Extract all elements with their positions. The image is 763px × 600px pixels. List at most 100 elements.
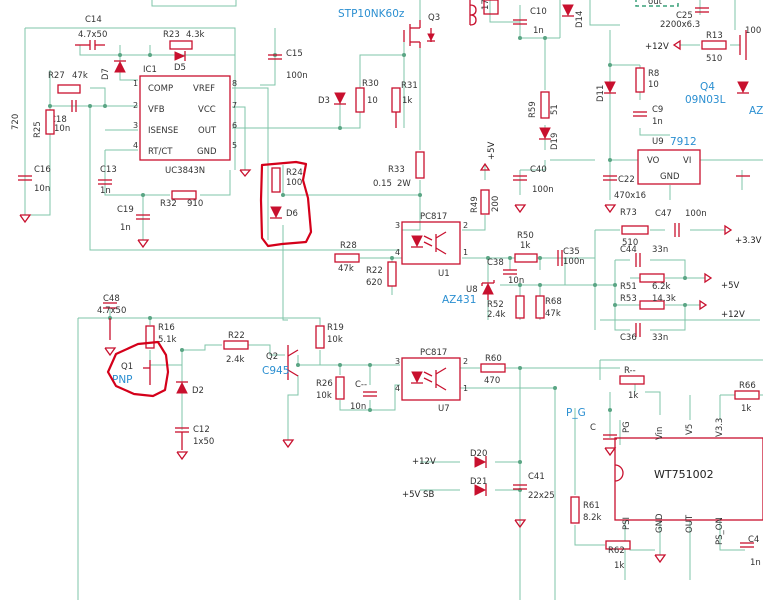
c19-value: 1n <box>120 223 131 233</box>
u1-ref: U1 <box>438 269 450 279</box>
wt751002-ic: WT751002 PG Vin V5 V3.3 PSI GND OUT PS_O… <box>614 418 763 545</box>
c38-ref: C38 <box>487 258 504 268</box>
c48-capacitor: C48 4.7x50 <box>97 294 126 357</box>
rail-12v-bottom-label: +12V <box>412 457 436 467</box>
r59-resistor: R59 51 <box>528 91 560 119</box>
d11-diode: D11 <box>596 81 616 102</box>
d7-diode: D7 <box>101 60 126 80</box>
wt-pin-psi: PSI <box>622 517 632 530</box>
c15-value: 100n <box>286 71 308 81</box>
r8-value: 10 <box>648 80 659 90</box>
wt-pin-pg: PG <box>622 421 632 433</box>
ic1-pin5-num: 5 <box>232 141 237 150</box>
ic1-part: UC3843N <box>165 166 205 176</box>
rail-5vsb-label: +5V SB <box>402 490 434 500</box>
u8-part: AZ431 <box>442 294 476 306</box>
r30-resistor: R30 10 <box>355 79 379 113</box>
r51-resistor: R51 6.2k +5V <box>620 272 740 292</box>
r73-value: 510 <box>622 238 638 248</box>
r30-ref: R30 <box>362 79 379 89</box>
q2-c945: Q2 C945 <box>262 345 299 449</box>
r27-resistor: R27 47k <box>48 71 88 94</box>
c16-value: 10n <box>34 184 50 194</box>
r19-resistor: R19 10k <box>315 323 344 349</box>
c-cut-ref: C <box>590 423 596 433</box>
u7-pin4: 4 <box>395 384 400 393</box>
r51-value: 6.2k <box>652 282 671 292</box>
u8-ref: U8 <box>466 285 478 295</box>
c100-value: 100 <box>745 26 761 36</box>
q1-ref: Q1 <box>121 362 133 372</box>
r16-resistor: R16 5.1k <box>145 323 177 349</box>
d2-ref: D2 <box>192 386 204 396</box>
r26-resistor: R26 10k <box>316 376 345 401</box>
r68-resistor: R68 47k <box>535 295 562 319</box>
r30-value: 10 <box>367 96 378 106</box>
c19-capacitor: C19 1n <box>117 205 150 249</box>
u7-part: PC817 <box>420 348 447 358</box>
wt-pin-vin: Vin <box>655 427 665 440</box>
d11-ref: D11 <box>596 85 606 102</box>
c-dash-ref: C-- <box>355 380 367 390</box>
c18-capacitor: C18 10n <box>50 100 77 134</box>
r26-value: 10k <box>316 391 332 401</box>
r66-resistor: R66 1k <box>734 381 760 414</box>
c10-capacitor: C10 1n <box>513 7 547 36</box>
c10-ref: C10 <box>530 7 547 17</box>
r28-resistor: R28 47k <box>334 241 360 274</box>
c18-ref: C18 <box>50 115 67 125</box>
u1-pc817: PC817 U1 3 4 2 1 <box>395 212 468 279</box>
u8-az431: U8 AZ431 <box>442 280 495 306</box>
wt-part: WT751002 <box>654 468 714 481</box>
c35-value: 100n <box>563 257 585 267</box>
r26-ref: R26 <box>316 379 333 389</box>
ic1-uc3843: IC1 COMP VFB ISENSE RT/CT VREF VCC OUT G… <box>133 65 237 176</box>
c9-value: 1n <box>652 117 663 127</box>
pg-label-group: P_G C <box>566 407 617 457</box>
c38-capacitor: C38 10n <box>487 258 524 286</box>
ic1-pin6-num: 6 <box>232 121 237 130</box>
ic1-pin4-num: 4 <box>133 141 138 150</box>
c40-value: 100n <box>532 185 554 195</box>
u7-ref: U7 <box>438 404 450 414</box>
top-inductor: 170 <box>469 0 499 26</box>
u1-part: PC817 <box>420 212 447 222</box>
c44-value: 33n <box>652 245 668 255</box>
c4-capacitor: C4 1n <box>654 535 761 568</box>
rail-5v-label: +5V <box>721 281 740 291</box>
c14-ref: C14 <box>85 15 102 25</box>
u7-pin1: 1 <box>463 384 468 393</box>
r24-d6-hand-outline <box>259 160 313 248</box>
r22b-resistor: R22 2.4k <box>223 331 249 365</box>
d21-ref: D21 <box>470 477 487 487</box>
r22a-resistor: R22 620 <box>366 261 397 288</box>
r32-ref: R32 <box>160 199 177 209</box>
r52-value: 2.4k <box>487 310 506 320</box>
c41-capacitor: C41 22x25 <box>513 472 555 529</box>
c14-value: 4.7x50 <box>78 30 107 40</box>
ic1-pin-vcc: VCC <box>198 105 216 115</box>
wires <box>24 0 763 600</box>
c22-value: 470x16 <box>614 191 646 201</box>
az-cut-label: AZ <box>749 105 763 117</box>
r50-resistor: R50 1k <box>514 231 538 263</box>
c36-ref: C36 <box>620 333 637 343</box>
wt-pin-v5: V5 <box>685 424 695 435</box>
ic1-pin-isense: ISENSE <box>148 126 178 136</box>
c10-value: 1n <box>533 26 544 36</box>
r52-resistor: R52 2.4k <box>487 295 525 320</box>
c44-capacitor: C44 33n <box>620 245 668 267</box>
r32-value: 910 <box>187 199 203 209</box>
c25-capacitor: C25 2200x6.3 <box>660 7 709 30</box>
ic1-pin-gnd: GND <box>197 147 217 157</box>
u9-7912: U9 7912 VO VI GND <box>637 136 701 185</box>
ic1-pin8-num: 8 <box>232 79 237 88</box>
r33-value: 0.15 <box>373 179 392 189</box>
r53-value: 14.3k <box>652 294 676 304</box>
q3-part: STP10NK60z <box>338 8 405 20</box>
d21-diode: D21 +5V SB <box>402 477 487 500</box>
d5-ref: D5 <box>174 63 186 73</box>
d19-diode: D19 <box>539 127 560 150</box>
c41-ref: C41 <box>528 472 545 482</box>
